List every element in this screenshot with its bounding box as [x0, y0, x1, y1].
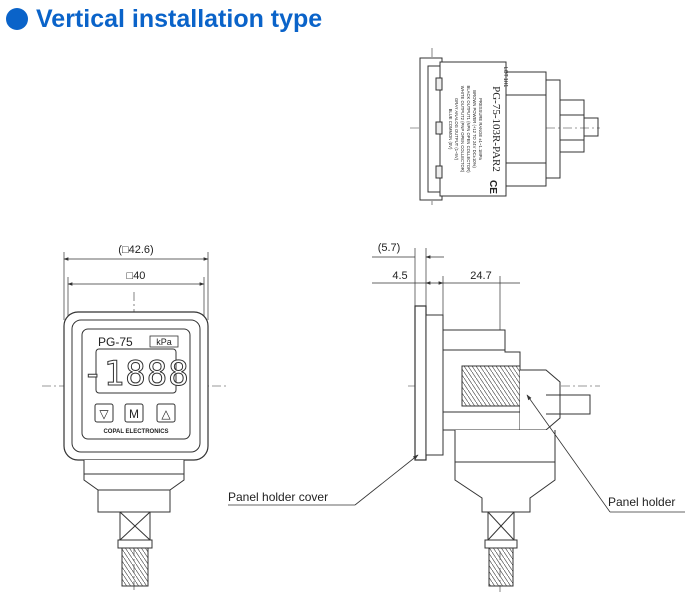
- top-label-spec-line: BROWN POWER (+12 TO 24V DC±10%): [472, 90, 477, 168]
- up-button-icon: △: [161, 407, 171, 421]
- front-view: [42, 252, 228, 592]
- side-view: [228, 248, 685, 592]
- unit-box: [149, 335, 179, 348]
- bullet-icon: [6, 8, 28, 30]
- panel-thickness-dimension: 4.5: [392, 270, 407, 282]
- front-model-label: PG-75: [98, 335, 133, 349]
- top-label-model: PG-75-103R-PAR2: [490, 86, 502, 172]
- brand-label: COPAL ELECTRONICS: [103, 429, 168, 435]
- panel-holder-label: Panel holder: [608, 495, 675, 509]
- top-label-spec-line: BLACK OUTPUT1 (NPN OPEN COLLECTOR): [466, 86, 471, 174]
- page-title: Vertical installation type: [36, 4, 323, 33]
- outer-width-dimension: (□42.6): [118, 244, 153, 256]
- mode-button-icon: M: [129, 407, 139, 421]
- top-label-spec-line: WHITE OUTPUT2 (PNP OPEN COLLECTOR): [460, 86, 465, 173]
- seven-segment-display: -1888: [82, 354, 189, 394]
- top-label-spec-line: PRESSURE RANGE ±1~1.1MPa: [478, 98, 483, 160]
- down-button-icon: ▽: [99, 407, 109, 421]
- title-row: Vertical installation type: [6, 2, 322, 36]
- overall-depth-dimension: (5.7): [378, 242, 401, 254]
- svg-text:CE: CE: [487, 180, 498, 194]
- top-label-spec-line: GRAY ANALOG OUTPUT (1~5V): [454, 98, 459, 161]
- top-view: PG-75-103R-PAR2 LOT 1H1 PRESSURE RANGE ±…: [410, 48, 600, 205]
- top-label-spec-line: BLUE COMMON (0V): [448, 109, 453, 150]
- unit-label: kPa: [156, 337, 172, 347]
- body-depth-dimension: 24.7: [470, 270, 491, 282]
- inner-width-dimension: □40: [127, 270, 146, 282]
- top-label-lot: LOT 1H1: [502, 67, 508, 87]
- panel-holder-cover-label: Panel holder cover: [228, 490, 328, 504]
- ce-mark-icon: CE: [487, 180, 498, 194]
